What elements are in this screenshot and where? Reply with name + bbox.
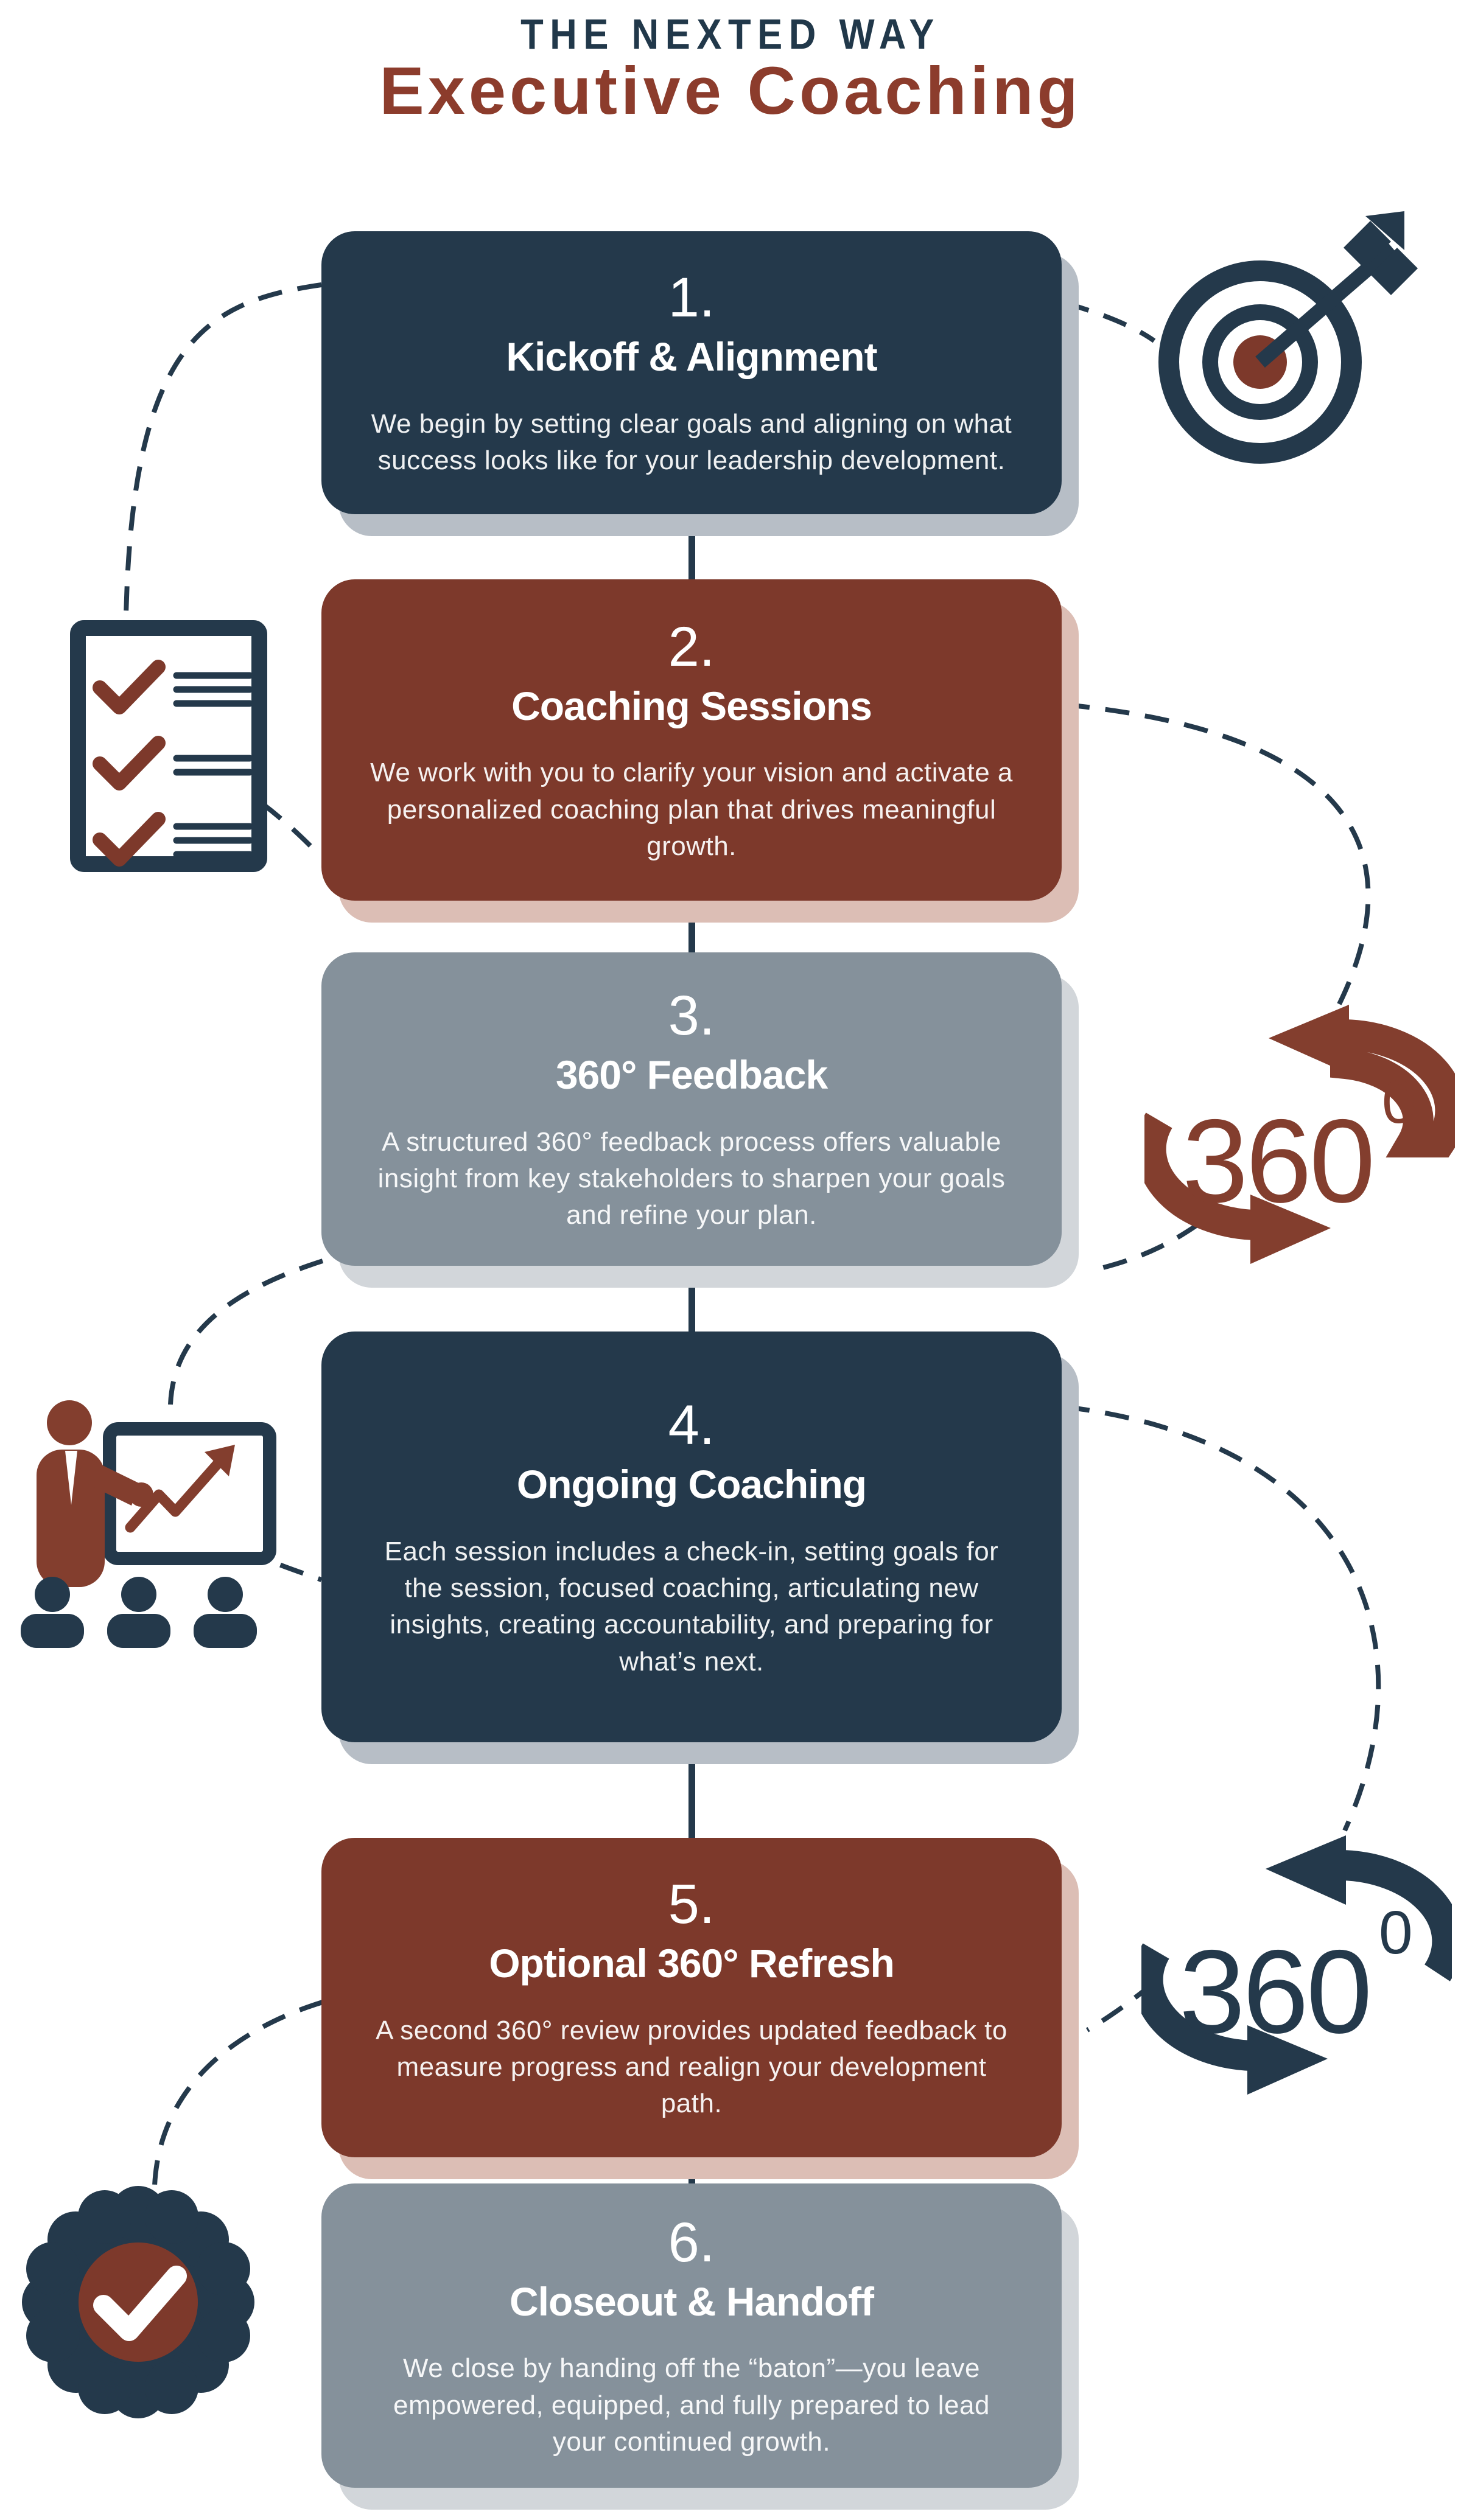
step-card-2: 2. Coaching Sessions We work with you to…: [321, 579, 1062, 901]
step-number: 5.: [668, 1873, 715, 1936]
rotation-360-icon-navy: 360 0: [1141, 1835, 1452, 2095]
rotation-360-label: 360: [1179, 1925, 1370, 2058]
dashed-link-step5-badge: [152, 2000, 324, 2187]
target-arrow-icon: [1158, 211, 1418, 464]
solid-link-5-6: [688, 2157, 695, 2187]
dashed-link-step3-presenter: [168, 1258, 324, 1405]
step-title: Closeout & Handoff: [510, 2278, 874, 2324]
step-title: Coaching Sessions: [511, 683, 872, 728]
solid-link-4-5: [688, 1742, 695, 1840]
solid-link-1-2: [688, 514, 695, 581]
growth-chart-arrow: [125, 1445, 235, 1533]
step-card-1: 1. Kickoff & Alignment We begin by setti…: [321, 231, 1062, 514]
brand-kicker: THE NEXTED WAY: [520, 10, 941, 58]
step-description: A structured 360° feedback process offer…: [377, 1126, 1006, 1230]
step-number: 6.: [668, 2211, 715, 2274]
step-number: 3.: [668, 985, 715, 1047]
arrow-fletching: [1344, 221, 1391, 268]
step-title: 360° Feedback: [555, 1052, 828, 1098]
step-title: Kickoff & Alignment: [506, 334, 877, 380]
checklist-icon: [70, 620, 267, 872]
arrow-fletching: [1370, 248, 1418, 295]
page-title: Executive Coaching: [379, 54, 1082, 128]
rotation-360-label: 360: [1182, 1095, 1373, 1227]
dashed-link-360-step3: [1090, 1222, 1200, 1273]
rotation-degree-sup: 0: [1379, 1899, 1413, 1967]
solid-link-2-3: [688, 901, 695, 955]
dashed-link-step2-360: [1065, 702, 1371, 1005]
step-number: 2.: [668, 615, 715, 678]
step-description: We work with you to clarify your vision …: [370, 758, 1013, 861]
dashed-link-step4-360: [1065, 1405, 1381, 1832]
step-description: We begin by setting clear goals and alig…: [371, 409, 1012, 476]
step-description: Each session includes a check-in, settin…: [384, 1536, 999, 1677]
presenter-figure: [37, 1400, 153, 1587]
step-title: Optional 360° Refresh: [489, 1941, 895, 1986]
rotation-degree-sup: 0: [1382, 1068, 1416, 1136]
badge-check-icon: [22, 2186, 254, 2418]
step-title: Ongoing Coaching: [516, 1461, 867, 1507]
step-description: A second 360° review provides updated fe…: [376, 2015, 1007, 2119]
dashed-link-step1-checklist: [124, 282, 322, 616]
step-card-3: 3. 360° Feedback A structured 360° feedb…: [321, 952, 1062, 1266]
step-number: 1.: [668, 267, 715, 329]
step-number: 4.: [668, 1394, 715, 1457]
step-description: We close by handing off the “baton”—you …: [393, 2353, 990, 2457]
audience-figures: [21, 1577, 257, 1648]
solid-link-3-4: [688, 1266, 695, 1334]
rotation-360-icon-maroon: 360 0: [1144, 1005, 1455, 1264]
step-card-5: 5. Optional 360° Refresh A second 360° r…: [321, 1838, 1062, 2157]
step-card-6: 6. Closeout & Handoff We close by handin…: [321, 2183, 1062, 2488]
dashed-link-step1-target: [1064, 301, 1156, 343]
badge-check: [93, 2266, 187, 2341]
arrow-fletching: [1365, 211, 1404, 250]
step-card-4: 4. Ongoing Coaching Each session include…: [321, 1332, 1062, 1742]
presenter-audience-icon: [21, 1400, 276, 1648]
dashed-link-checklist-step2: [260, 801, 323, 859]
